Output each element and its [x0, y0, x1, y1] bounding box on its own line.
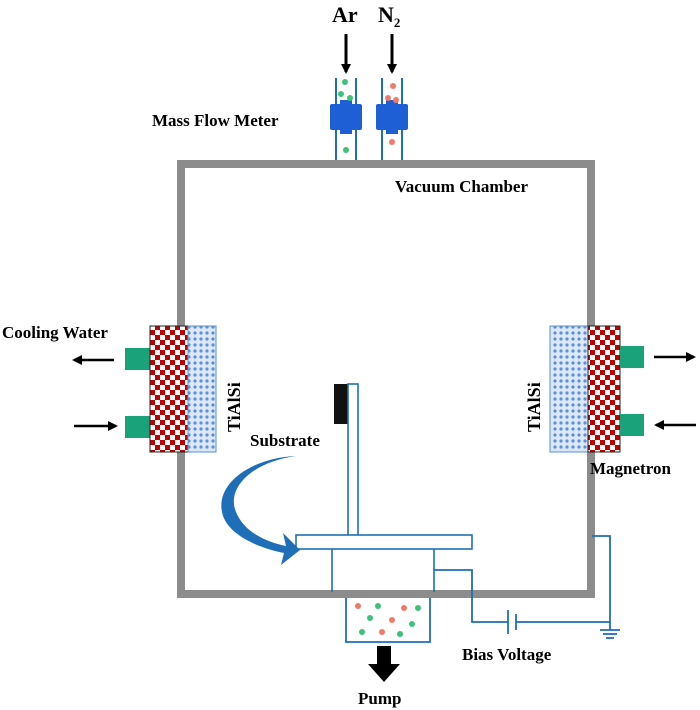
cooling-port-left-bottom [125, 416, 151, 438]
target-left-label: TiAlSi [224, 382, 244, 432]
target-right-label: TiAlSi [524, 382, 544, 432]
argon-particles [338, 79, 353, 153]
bias-voltage-label: Bias Voltage [462, 645, 552, 664]
argon-label: Ar [332, 2, 358, 27]
nitrogen-flow-meter [376, 100, 408, 134]
bias-circuit [434, 535, 620, 639]
pump-label: Pump [358, 689, 401, 708]
substrate-platform [295, 534, 473, 550]
magnet-left [149, 325, 189, 453]
substrate [334, 384, 348, 424]
exhaust-particles [355, 603, 421, 637]
cooling-port-right-bottom [620, 414, 644, 436]
platform-support [331, 549, 435, 592]
target-left [187, 325, 217, 453]
nitrogen-particles [385, 83, 399, 145]
rotation-arrow [221, 456, 300, 565]
nitrogen-label: N2 [378, 2, 400, 30]
substrate-shaft [347, 383, 359, 537]
cooling-port-left-top [125, 348, 151, 370]
magnetron-label: Magnetron [590, 459, 671, 478]
target-right [549, 325, 589, 453]
cooling-port-right-top [620, 346, 644, 368]
magnet-right [587, 325, 621, 453]
mass-flow-meter-label: Mass Flow Meter [152, 111, 279, 130]
pump-outlet [345, 598, 431, 643]
substrate-label: Substrate [250, 431, 320, 450]
argon-flow-meter [330, 100, 362, 134]
pump-arrow [368, 646, 400, 682]
vacuum-chamber-label: Vacuum Chamber [395, 177, 528, 196]
cooling-water-label: Cooling Water [2, 323, 108, 342]
